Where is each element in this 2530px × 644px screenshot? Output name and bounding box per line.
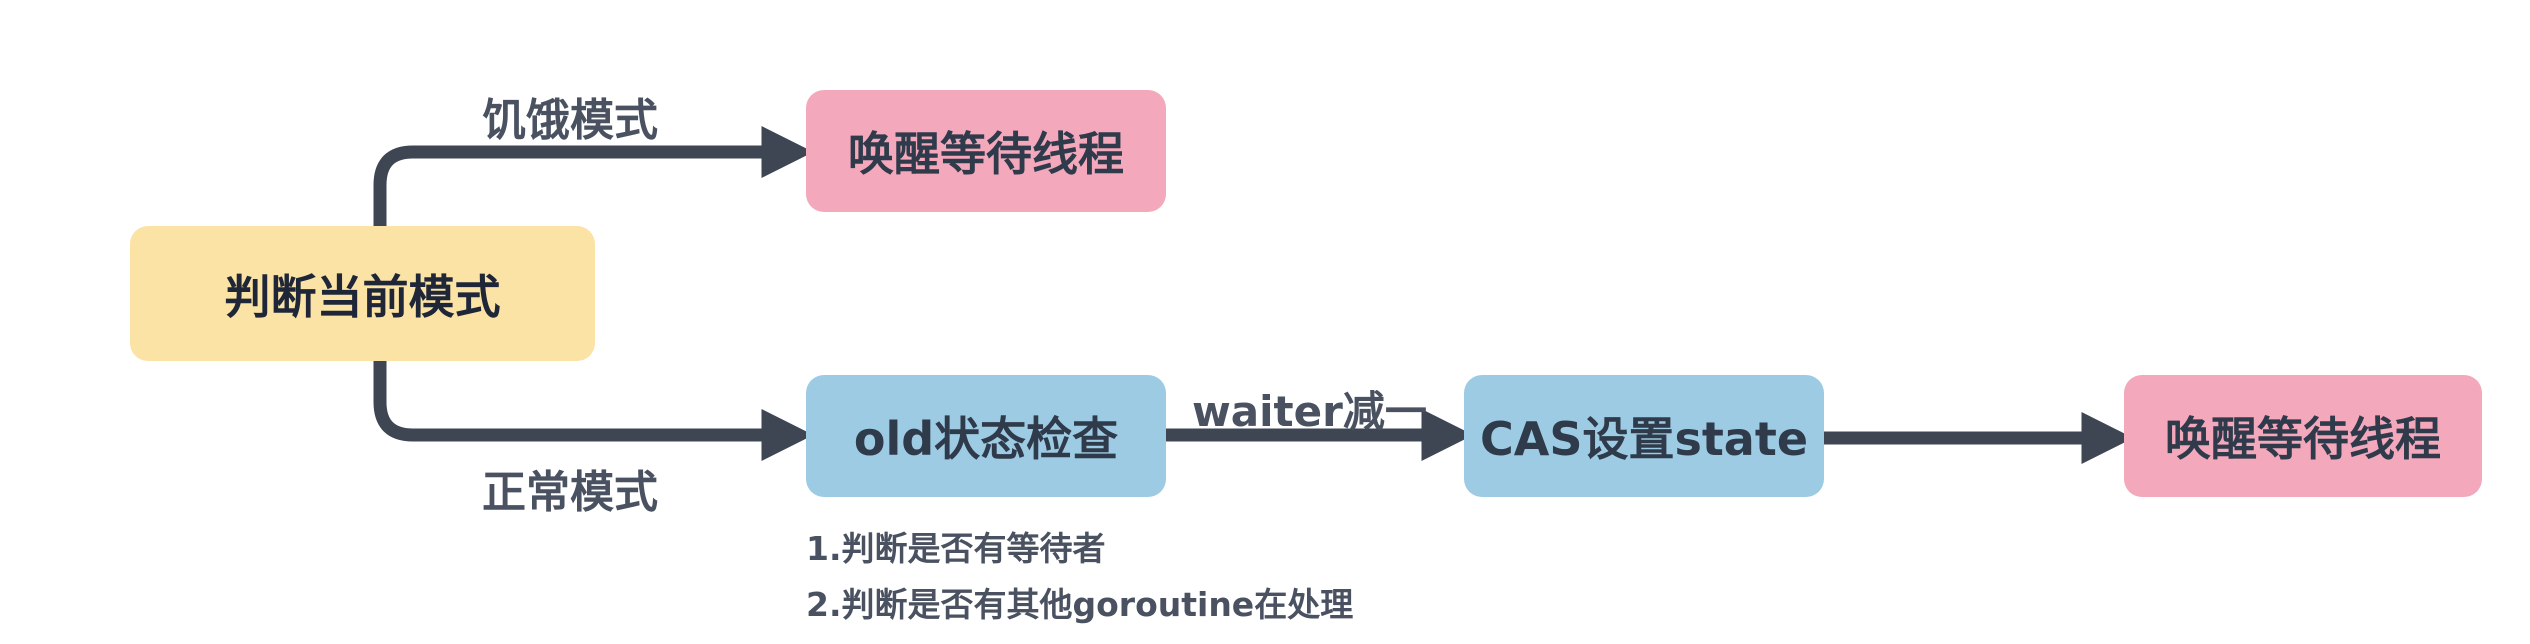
arrow-judge-to-old-check <box>373 361 814 461</box>
edge-label-normal-mode: 正常模式 <box>482 467 658 518</box>
node-label: 唤醒等待线程 <box>2165 412 2441 466</box>
node-label: 判断当前模式 <box>224 269 501 324</box>
note-check-waiters: 1.判断是否有等待者 <box>806 529 1106 568</box>
edge-label-starvation-mode: 饥饿模式 <box>482 95 658 146</box>
node-label: old状态检查 <box>853 412 1119 466</box>
node-label: CAS设置state <box>1479 412 1809 466</box>
arrow-judge-to-wake-1 <box>373 126 814 226</box>
node-label: 唤醒等待线程 <box>848 127 1124 181</box>
note-check-other-goroutine: 2.判断是否有其他goroutine在处理 <box>806 585 1354 624</box>
node-wake-waiting-thread-starvation: 唤醒等待线程 <box>806 90 1166 212</box>
node-judge-current-mode: 判断当前模式 <box>130 226 595 361</box>
node-old-state-check: old状态检查 <box>806 375 1166 497</box>
node-wake-waiting-thread-normal: 唤醒等待线程 <box>2124 375 2482 497</box>
node-cas-set-state: CAS设置state <box>1464 375 1824 497</box>
edge-label-waiter-decrement: waiter减一 <box>1192 387 1427 436</box>
